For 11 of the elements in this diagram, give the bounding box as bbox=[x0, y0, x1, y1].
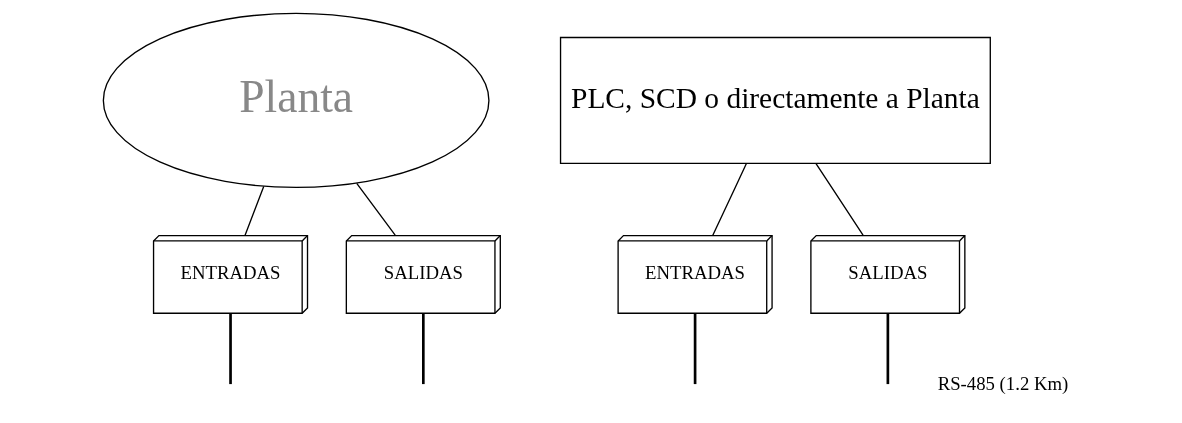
connector bbox=[244, 185, 265, 237]
connector bbox=[815, 162, 864, 236]
node-ellipse: Planta bbox=[102, 12, 490, 189]
node-box: PLC, SCD o directamente a Planta bbox=[559, 36, 991, 164]
connector bbox=[356, 182, 396, 236]
label: RS-485 (1.2 Km) bbox=[937, 373, 1069, 395]
connector bbox=[886, 313, 890, 385]
connector bbox=[712, 162, 748, 236]
connector bbox=[422, 313, 425, 385]
connector bbox=[693, 313, 697, 385]
connector bbox=[229, 313, 232, 385]
